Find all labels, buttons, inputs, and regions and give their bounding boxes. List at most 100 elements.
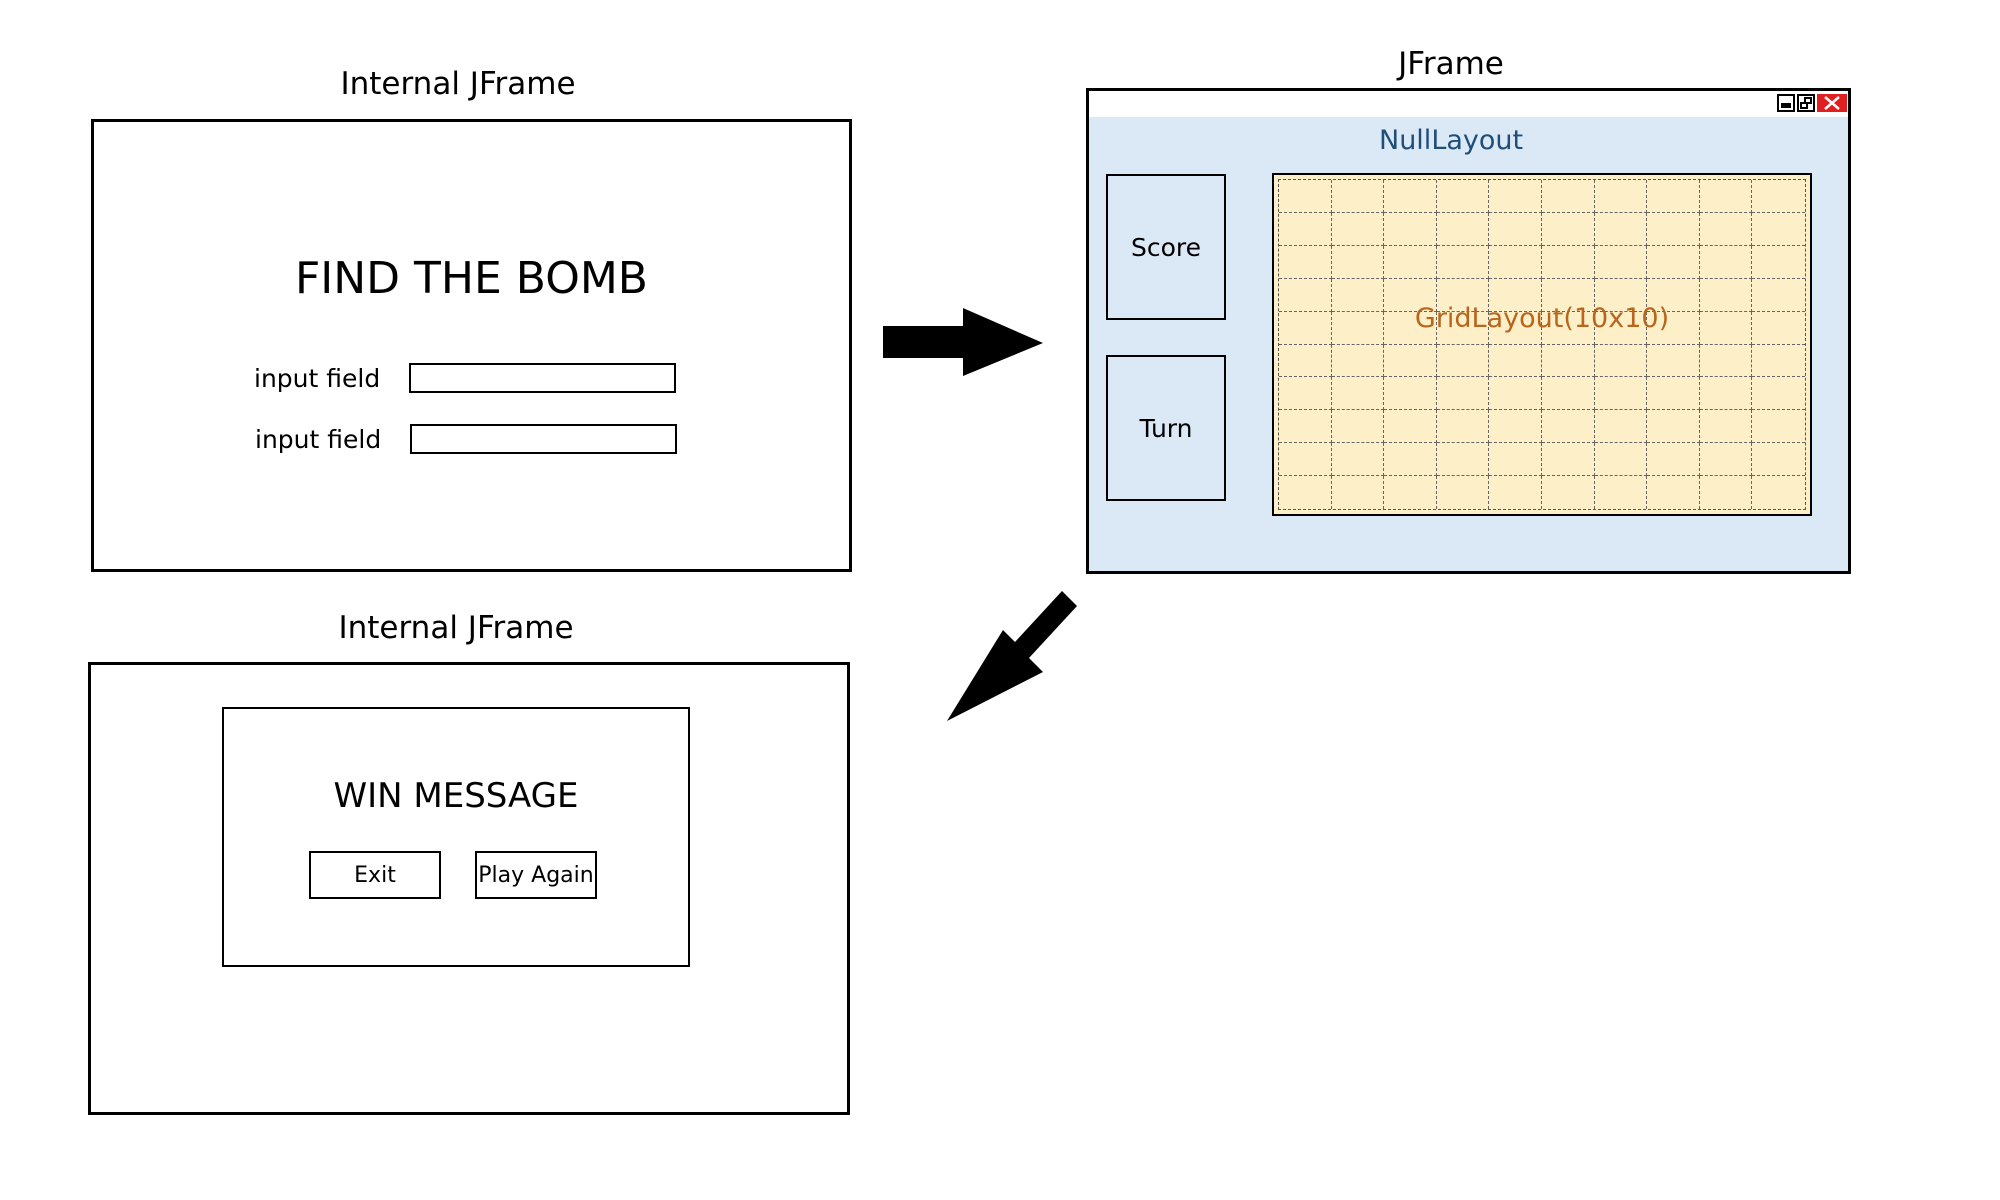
grid-cell[interactable] [1331, 180, 1385, 213]
grid-cell[interactable] [1279, 476, 1332, 509]
grid-cell[interactable] [1331, 377, 1385, 411]
grid-cell[interactable] [1541, 410, 1595, 444]
grid-cell[interactable] [1384, 245, 1437, 279]
grid-cell[interactable] [1594, 344, 1648, 378]
grid-cell[interactable] [1647, 377, 1700, 411]
grid-cell[interactable] [1331, 212, 1385, 246]
grid-cell[interactable] [1384, 278, 1437, 312]
grid-cell[interactable] [1436, 212, 1490, 246]
grid-cell[interactable] [1647, 278, 1700, 312]
grid-cell[interactable] [1647, 476, 1700, 509]
grid-cell[interactable] [1489, 410, 1542, 444]
grid-cell[interactable] [1752, 443, 1805, 477]
grid-cell[interactable] [1436, 180, 1490, 213]
grid-cell[interactable] [1647, 180, 1700, 213]
grid-cell[interactable] [1384, 180, 1437, 213]
grid-cell[interactable] [1279, 410, 1332, 444]
grid-cell[interactable] [1541, 245, 1595, 279]
grid-cell[interactable] [1647, 245, 1700, 279]
grid-cell[interactable] [1594, 377, 1648, 411]
grid-cell[interactable] [1699, 443, 1753, 477]
grid-cell[interactable] [1700, 476, 1753, 509]
input-field-2[interactable] [410, 424, 677, 454]
grid-cell[interactable] [1384, 212, 1437, 246]
grid-cell[interactable] [1489, 180, 1542, 213]
grid-cell[interactable] [1279, 344, 1332, 378]
grid-cell[interactable] [1489, 278, 1542, 312]
grid-cell[interactable] [1331, 410, 1385, 444]
grid-cell[interactable] [1436, 377, 1490, 411]
grid-cell[interactable] [1699, 245, 1753, 279]
grid-cell[interactable] [1594, 443, 1648, 477]
grid-cell[interactable] [1331, 278, 1385, 312]
grid-cell[interactable] [1489, 311, 1542, 345]
grid-cell[interactable] [1436, 410, 1490, 444]
grid-cell[interactable] [1279, 245, 1332, 279]
play-again-button[interactable]: Play Again [475, 851, 597, 899]
restore-icon[interactable] [1797, 94, 1815, 112]
grid-cell[interactable] [1541, 278, 1595, 312]
grid-cell[interactable] [1647, 311, 1700, 345]
grid-cell[interactable] [1436, 443, 1490, 477]
grid-cell[interactable] [1331, 245, 1385, 279]
grid-cell[interactable] [1541, 180, 1595, 213]
grid-cell[interactable] [1489, 344, 1542, 378]
grid-cell[interactable] [1331, 344, 1385, 378]
grid-cell[interactable] [1752, 476, 1805, 509]
grid-cell[interactable] [1752, 312, 1805, 345]
grid-cell[interactable] [1384, 443, 1437, 477]
minimize-icon[interactable] [1777, 94, 1795, 112]
grid-cell[interactable] [1647, 212, 1700, 246]
grid-cell[interactable] [1489, 377, 1542, 411]
grid-cell[interactable] [1595, 476, 1648, 509]
grid-cell[interactable] [1752, 246, 1805, 279]
input-field-1[interactable] [409, 363, 676, 393]
grid-cell[interactable] [1279, 443, 1332, 477]
grid-cell[interactable] [1752, 377, 1805, 411]
grid-cell[interactable] [1647, 443, 1700, 477]
grid-cell[interactable] [1594, 311, 1648, 345]
grid-cell[interactable] [1541, 344, 1595, 378]
grid-cell[interactable] [1279, 180, 1332, 213]
grid-cell[interactable] [1594, 245, 1648, 279]
grid-cell[interactable] [1541, 377, 1595, 411]
close-icon[interactable] [1817, 94, 1847, 112]
grid-cell[interactable] [1384, 311, 1437, 345]
grid-cell[interactable] [1699, 212, 1753, 246]
grid-cell[interactable] [1594, 212, 1648, 246]
grid-cell[interactable] [1647, 410, 1700, 444]
grid-cell[interactable] [1699, 377, 1753, 411]
grid-cell[interactable] [1279, 377, 1332, 411]
grid-cell[interactable] [1699, 278, 1753, 312]
grid-cell[interactable] [1436, 245, 1490, 279]
grid-cell[interactable] [1752, 345, 1805, 378]
grid-cell[interactable] [1594, 410, 1648, 444]
grid-cell[interactable] [1384, 476, 1437, 509]
grid-cell[interactable] [1331, 311, 1385, 345]
grid-cell[interactable] [1436, 278, 1490, 312]
grid-cell[interactable] [1647, 344, 1700, 378]
grid-cell[interactable] [1752, 180, 1805, 213]
grid-cell[interactable] [1542, 476, 1595, 509]
grid-cell[interactable] [1332, 476, 1385, 509]
grid-cell[interactable] [1384, 410, 1437, 444]
grid-cell[interactable] [1437, 476, 1490, 509]
grid-cell[interactable] [1699, 180, 1753, 213]
grid-cell[interactable] [1331, 443, 1385, 477]
grid-cell[interactable] [1436, 311, 1490, 345]
grid-cell[interactable] [1489, 212, 1542, 246]
grid-cell[interactable] [1541, 311, 1595, 345]
grid-cell[interactable] [1384, 344, 1437, 378]
grid-cell[interactable] [1489, 443, 1542, 477]
grid-cell[interactable] [1489, 245, 1542, 279]
grid-cell[interactable] [1752, 279, 1805, 312]
grid-cell[interactable] [1279, 212, 1332, 246]
grid-cell[interactable] [1436, 344, 1490, 378]
grid-cell[interactable] [1594, 180, 1648, 213]
grid-cell[interactable] [1541, 443, 1595, 477]
grid-cell[interactable] [1489, 476, 1542, 509]
grid-cell[interactable] [1541, 212, 1595, 246]
grid-cell[interactable] [1752, 410, 1805, 444]
grid-cell[interactable] [1699, 344, 1753, 378]
grid-cell[interactable] [1699, 311, 1753, 345]
